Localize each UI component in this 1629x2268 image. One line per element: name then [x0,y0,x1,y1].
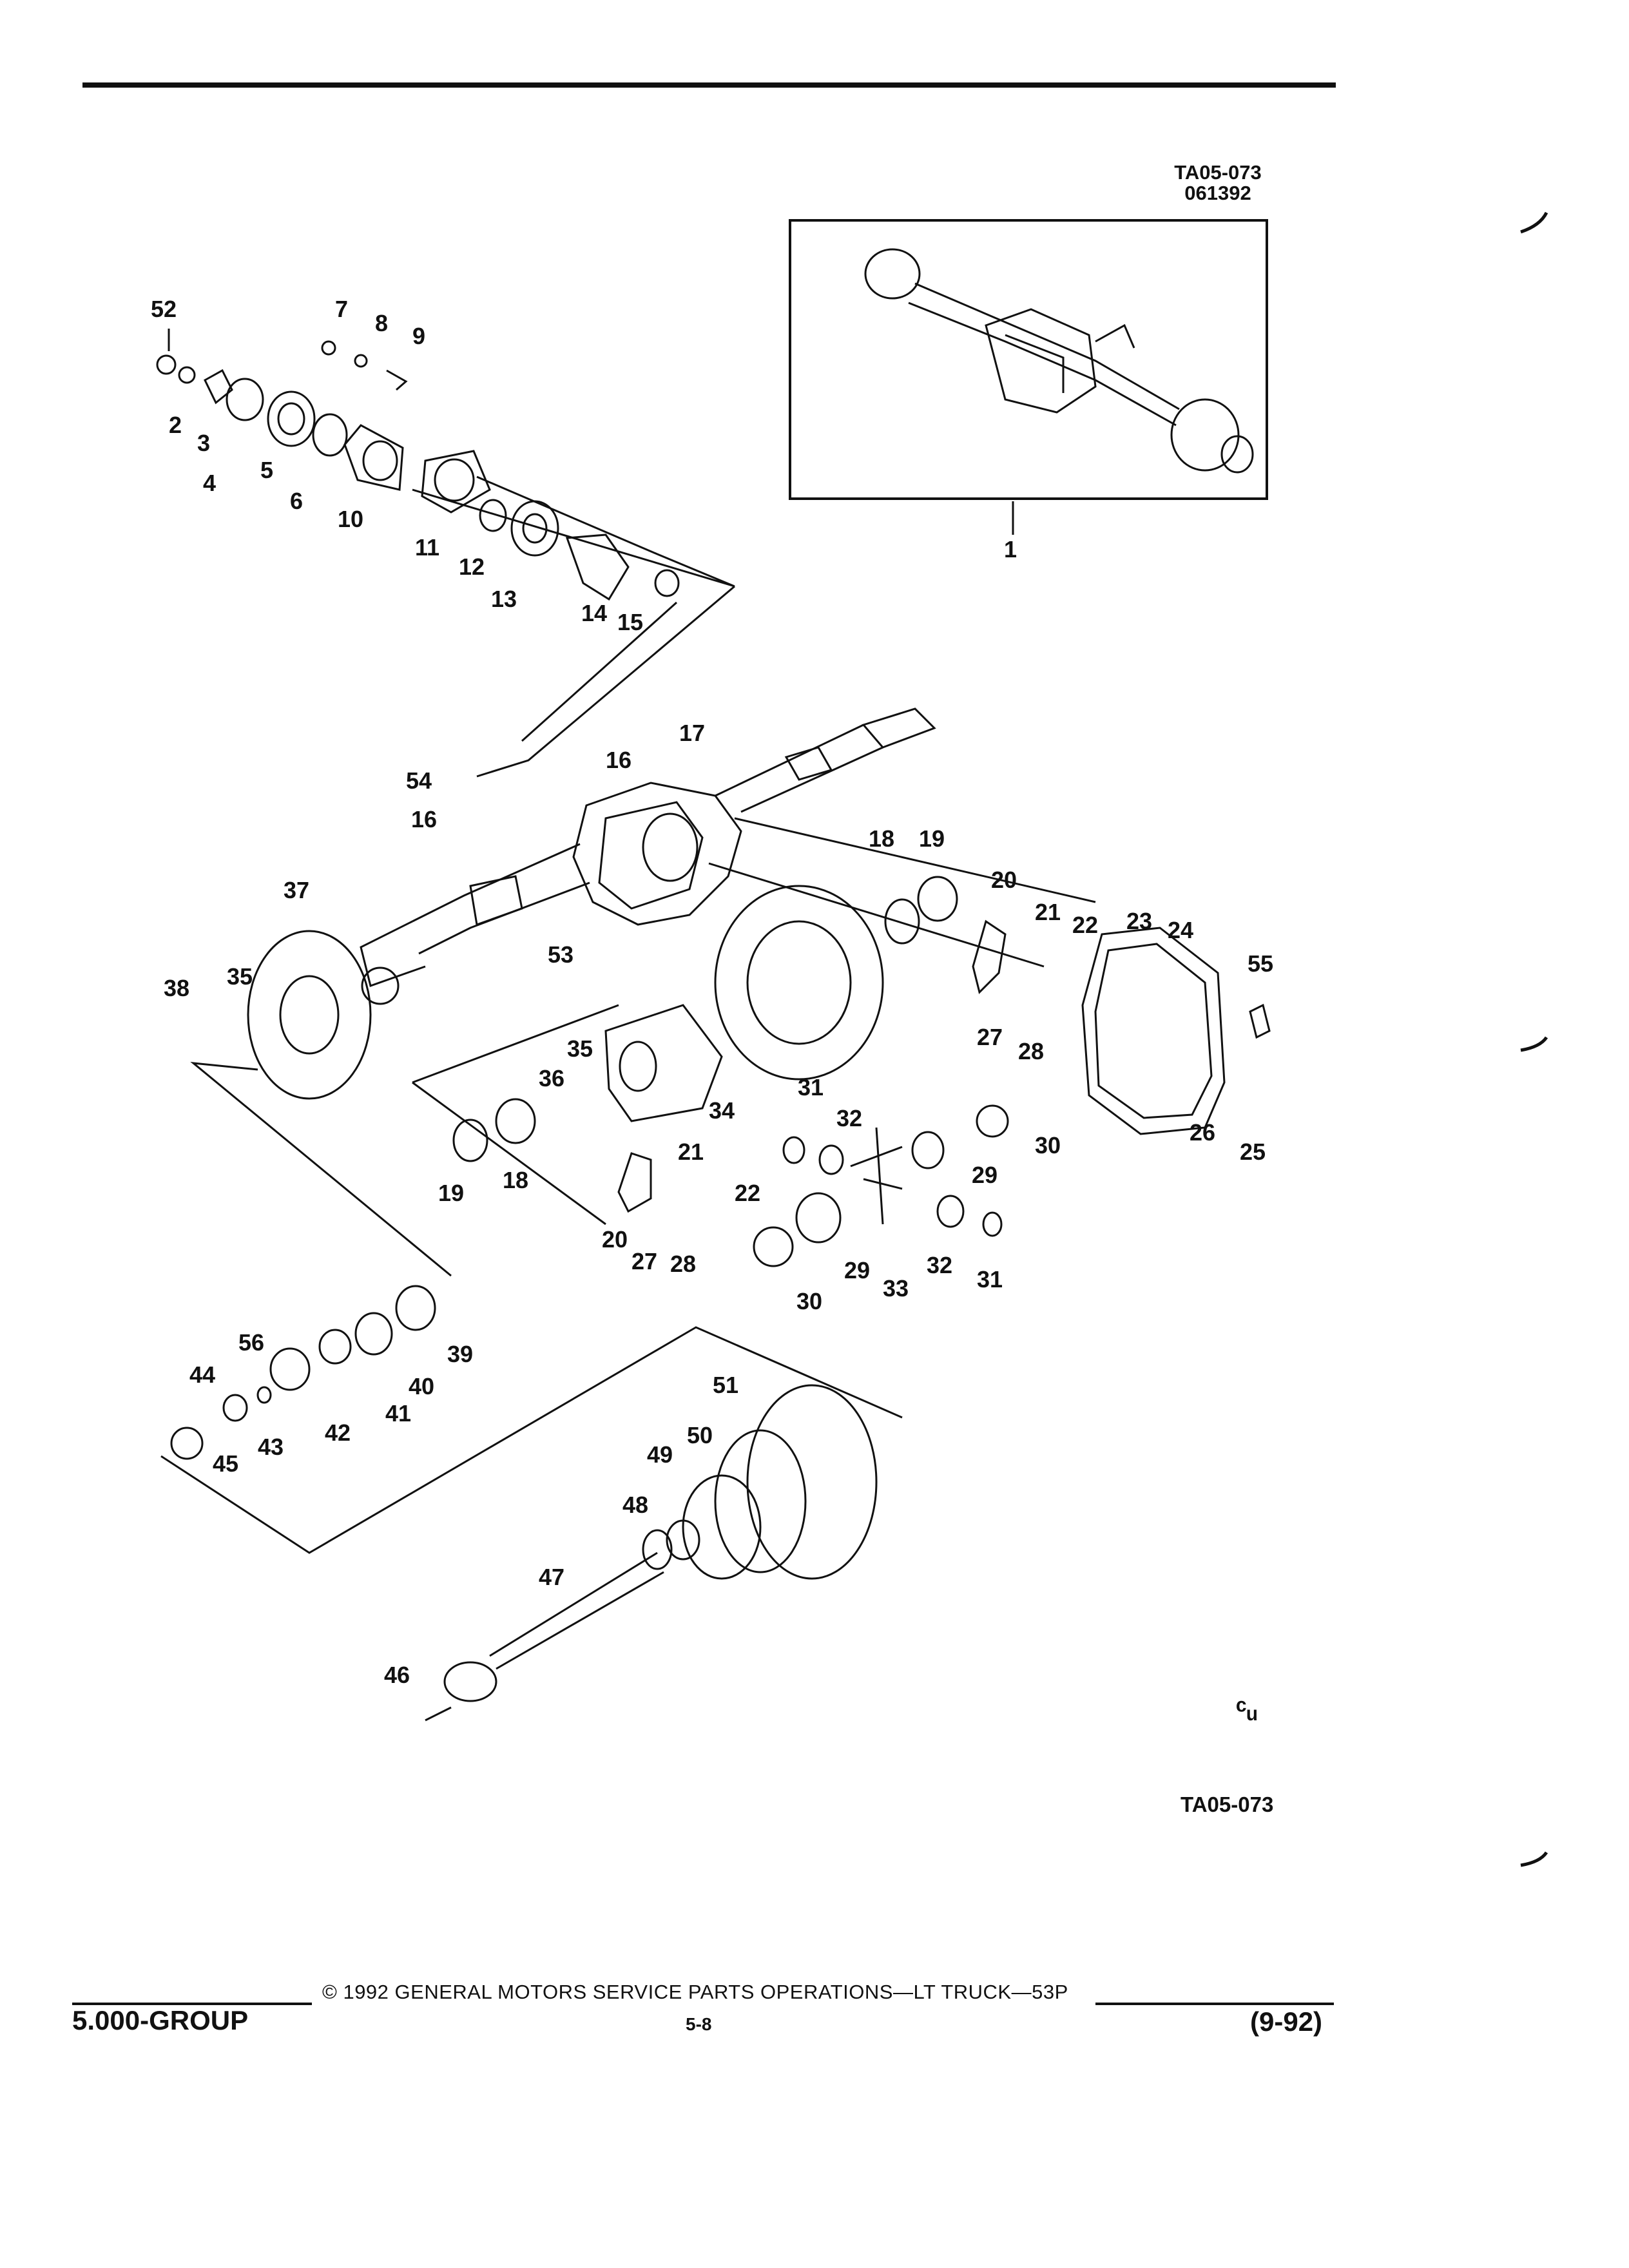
callout-52: 52 [151,296,177,322]
callout-30: 30 [1035,1132,1061,1158]
callout-16-b: 16 [411,806,437,832]
axle-assembly-inset [789,219,1268,500]
footer-group: 5.000-GROUP [72,2005,249,2035]
hub-drum-drawing [425,1384,878,1722]
figure-date: 061392 [1184,182,1251,204]
callout-31-b: 31 [977,1266,1003,1293]
ring-gear-drawing [714,885,884,1081]
inset-axle-drawing [864,248,1254,535]
callout-20-b: 20 [602,1226,628,1253]
footer-rule-right [1095,2003,1334,2005]
figure-code: TA05-073 [1174,161,1262,184]
figure-code-top: TA05-073 061392 [1153,162,1282,204]
callout-labels: 1 2 3 4 5 6 7 8 9 10 11 12 13 14 15 16 1… [151,296,1273,1688]
callout-23: 23 [1126,908,1152,934]
callout-56: 56 [238,1329,264,1356]
callout-34: 34 [709,1097,735,1124]
callout-1: 1 [1004,536,1017,562]
callout-5: 5 [260,457,273,483]
callout-43: 43 [258,1434,284,1460]
callout-4: 4 [203,470,216,496]
callout-22-b: 22 [735,1180,760,1206]
callout-10: 10 [338,506,363,532]
leader-lines [168,329,1014,535]
callout-51: 51 [713,1372,738,1398]
callout-2: 2 [169,412,182,438]
manufacturer-mark: ᶜᵤ [1236,1693,1257,1725]
callout-49: 49 [647,1441,673,1468]
callout-18: 18 [869,825,894,852]
callout-48: 48 [622,1492,648,1518]
callout-27: 27 [977,1024,1003,1050]
callout-27-b: 27 [631,1248,657,1274]
callout-11: 11 [415,534,439,561]
callout-32: 32 [836,1105,862,1131]
callout-46: 46 [384,1662,410,1688]
callout-19: 19 [919,825,945,852]
callout-28: 28 [1018,1038,1044,1064]
callout-42: 42 [325,1419,351,1446]
callout-16: 16 [606,747,631,773]
callout-36: 36 [539,1065,564,1091]
callout-6: 6 [290,488,303,514]
callout-8: 8 [375,310,388,336]
footer-rule-left [72,2003,312,2005]
callout-29: 29 [972,1162,998,1188]
callout-21: 21 [1035,899,1061,925]
callout-29-b: 29 [844,1257,870,1283]
pinion-parts-drawing [156,340,735,778]
callout-30-b: 30 [796,1288,822,1314]
callout-38: 38 [164,975,189,1001]
callout-14: 14 [581,600,607,626]
callout-28-b: 28 [670,1251,696,1277]
callout-54: 54 [406,767,432,794]
axle-housing-drawing [360,707,1096,1005]
callout-24: 24 [1168,917,1193,943]
callout-7: 7 [335,296,348,322]
callout-22: 22 [1072,912,1098,938]
callout-17: 17 [679,720,705,746]
bearing-parts-drawing [452,876,1007,1213]
callout-3: 3 [197,430,210,456]
callout-20: 20 [991,867,1017,893]
callout-53: 53 [548,941,574,968]
footer-revision: (9-92) [1250,2006,1323,2037]
callout-13: 13 [491,586,517,612]
callout-44: 44 [189,1361,215,1388]
callout-12: 12 [459,553,485,580]
callout-37: 37 [284,877,309,903]
callout-18-b: 18 [503,1167,528,1193]
callout-40: 40 [409,1373,434,1399]
callout-33: 33 [883,1275,909,1302]
callout-50: 50 [687,1422,713,1448]
callout-15: 15 [617,609,643,635]
callout-19-b: 19 [438,1180,464,1206]
top-rule [82,82,1336,88]
callout-32-b: 32 [927,1252,952,1278]
callout-31: 31 [798,1074,824,1100]
callout-47: 47 [539,1564,564,1590]
backing-plate-drawing [190,930,452,1277]
callout-25: 25 [1240,1139,1266,1165]
callout-55: 55 [1248,950,1273,977]
callout-21-b: 21 [678,1139,704,1165]
callout-9: 9 [412,323,425,349]
callout-39: 39 [447,1341,473,1367]
callout-41: 41 [385,1400,411,1427]
spider-gears-drawing [753,1104,1009,1267]
shaft-bearing-parts-drawing [160,1285,903,1554]
callout-45: 45 [213,1450,238,1477]
footer-page-number: 5-8 [686,2014,712,2034]
footer-copyright: © 1992 GENERAL MOTORS SERVICE PARTS OPER… [322,1981,1068,2003]
figure-code-bottom: TA05-073 [1181,1792,1274,1816]
cover-drawing [1081,927,1271,1135]
callout-35-b: 35 [567,1035,593,1062]
callout-26: 26 [1190,1119,1215,1146]
differential-case-drawing [412,1004,723,1225]
callout-35: 35 [227,963,253,990]
